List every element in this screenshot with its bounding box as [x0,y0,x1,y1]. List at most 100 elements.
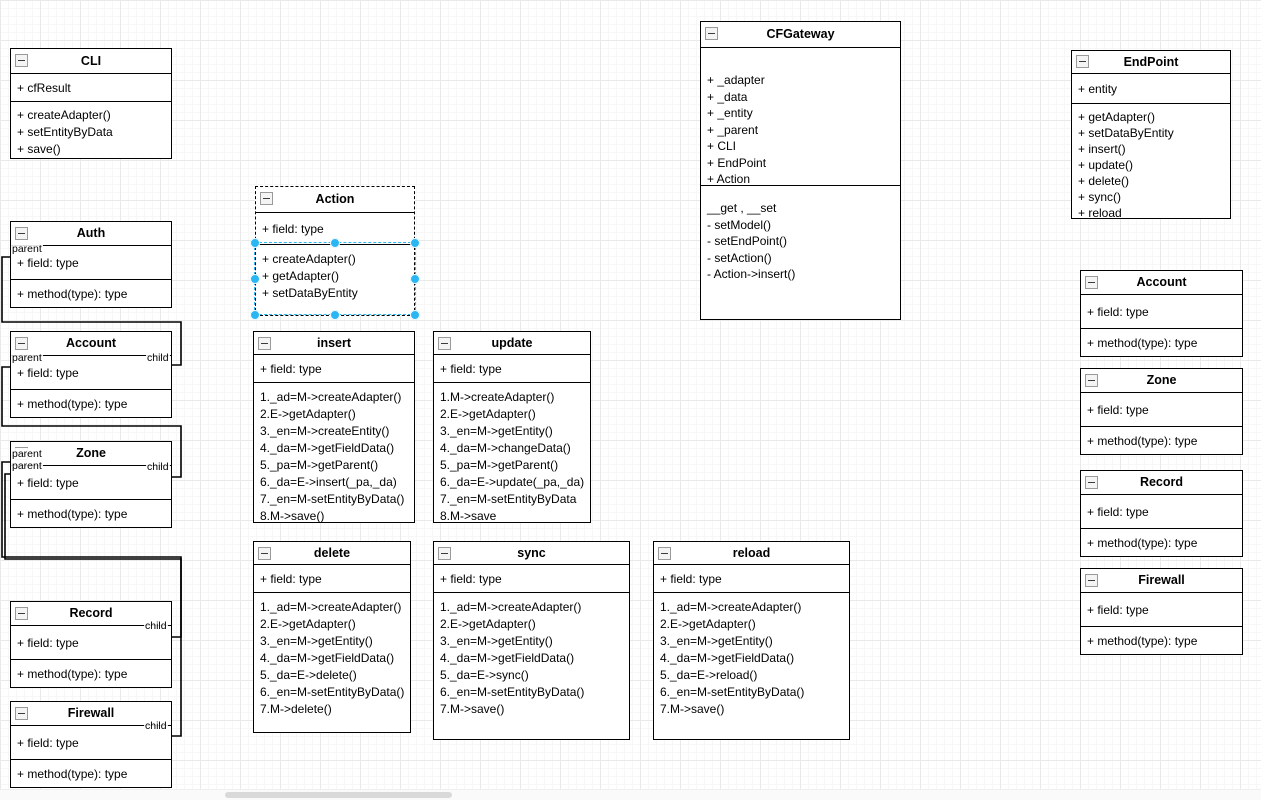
class-endpoint[interactable]: EndPoint + entity + getAdapter()+ setDat… [1071,50,1231,219]
class-sync[interactable]: sync + field: type 1._ad=M->createAdapte… [433,541,630,740]
methods-compartment[interactable]: + method(type): type [1081,626,1242,654]
methods-compartment[interactable]: 1._ad=M->createAdapter()2.E->getAdapter(… [254,592,410,732]
selection-handle-s[interactable] [330,310,340,320]
collapse-icon[interactable] [438,547,451,560]
text-line: + field: type [17,366,79,380]
class-account-right[interactable]: Account + field: type + method(type): ty… [1080,270,1243,357]
class-insert[interactable]: insert + field: type 1._ad=M->createAdap… [253,331,415,523]
scrollbar-thumb[interactable] [225,792,452,798]
collapse-icon[interactable] [1085,276,1098,289]
methods-compartment[interactable]: 1._ad=M->createAdapter()2.E->getAdapter(… [434,592,629,739]
attributes-compartment[interactable]: + entity [1072,73,1230,103]
methods-compartment[interactable]: + method(type): type [11,659,171,687]
methods-compartment[interactable]: 1._ad=M->createAdapter()2.E->getAdapter(… [254,382,414,522]
collapse-icon[interactable] [258,337,271,350]
class-cfgateway[interactable]: CFGateway + _adapter+ _data+ _entity+ _p… [700,21,901,320]
attributes-compartment[interactable]: + field: type [254,354,414,382]
edge-label-parent[interactable]: parent [11,448,43,460]
text-line: - setAction() [707,250,772,265]
collapse-icon[interactable] [705,27,718,40]
class-title: Zone [1146,373,1177,387]
class-title: CFGateway [766,27,835,41]
text-line: - setEndPoint() [707,234,788,248]
collapse-icon[interactable] [1085,374,1098,387]
selection-handle-w[interactable] [250,274,260,284]
attributes-compartment[interactable]: + field: type [654,564,849,592]
collapse-icon[interactable] [1085,476,1098,489]
attributes-compartment[interactable]: + field: type [11,625,171,659]
text-line: + field: type [1087,505,1149,519]
attributes-compartment[interactable]: + field: type [1081,392,1242,426]
methods-compartment[interactable]: + method(type): type [11,279,171,307]
methods-compartment[interactable]: + getAdapter()+ setDataByEntity+ insert(… [1072,103,1230,218]
edge-label-parent[interactable]: parent [11,352,43,364]
class-reload[interactable]: reload + field: type 1._ad=M->createAdap… [653,541,850,740]
collapse-icon[interactable] [658,547,671,560]
edge-label-child[interactable]: child [146,352,170,364]
collapse-icon[interactable] [258,547,271,560]
class-firewall-right[interactable]: Firewall + field: type + method(type): t… [1080,568,1243,655]
class-record-right[interactable]: Record + field: type + method(type): typ… [1080,470,1243,557]
methods-compartment[interactable]: __get , __set- setModel()- setEndPoint()… [701,185,900,319]
edge-label-child[interactable]: child [146,461,170,473]
attributes-compartment[interactable]: + field: type [11,355,171,389]
text-line: 2.E->getAdapter() [440,407,536,421]
class-cli[interactable]: CLI + cfResult + createAdapter()+ setEnt… [10,48,172,159]
attributes-compartment[interactable]: + field: type [256,212,414,244]
selection-handle-ne[interactable] [410,238,420,248]
methods-compartment[interactable]: + method(type): type [1081,528,1242,556]
collapse-icon[interactable] [15,607,28,620]
collapse-icon[interactable] [15,337,28,350]
methods-compartment[interactable]: 1.M->createAdapter()2.E->getAdapter()3._… [434,382,590,522]
selection-handle-n[interactable] [330,238,340,248]
class-title-bar: delete [254,542,410,564]
collapse-icon[interactable] [15,227,28,240]
collapse-icon[interactable] [1085,574,1098,587]
text-line: 4._da=M->getFieldData() [440,651,575,665]
class-delete[interactable]: delete + field: type 1._ad=M->createAdap… [253,541,411,733]
class-zone-right[interactable]: Zone + field: type + method(type): type [1080,368,1243,455]
methods-compartment[interactable]: + method(type): type [11,759,171,787]
class-update[interactable]: update + field: type 1.M->createAdapter(… [433,331,591,523]
methods-compartment[interactable]: + method(type): type [1081,328,1242,356]
selection-handle-e[interactable] [410,274,420,284]
edge-label-parent[interactable]: parent [11,460,43,472]
class-action[interactable]: Action + field: type + createAdapter()+ … [255,186,415,316]
collapse-icon[interactable] [438,337,451,350]
attributes-compartment[interactable]: + field: type [11,465,171,499]
attributes-compartment[interactable]: + _adapter+ _data+ _entity+ _parent+ CLI… [701,47,900,185]
attributes-compartment[interactable]: + field: type [11,245,171,279]
class-title: Account [66,336,116,350]
text-line: + setDataByEntity [1078,126,1174,140]
text-line: 5._da=E->sync() [440,668,529,682]
class-auth[interactable]: Auth + field: type + method(type): type [10,221,172,308]
edge-label-child[interactable]: child [144,620,168,632]
attributes-compartment[interactable]: + field: type [254,564,410,592]
class-account-left[interactable]: Account + field: type + method(type): ty… [10,331,172,418]
attributes-compartment[interactable]: + field: type [434,564,629,592]
attributes-compartment[interactable]: + cfResult [11,73,171,101]
attributes-compartment[interactable]: + field: type [11,725,171,759]
selection-handle-nw[interactable] [250,238,260,248]
methods-compartment[interactable]: + method(type): type [11,499,171,527]
methods-compartment[interactable]: + createAdapter()+ setEntityByData+ save… [11,101,171,158]
collapse-icon[interactable] [260,192,273,205]
attributes-compartment[interactable]: + field: type [1081,592,1242,626]
edge-label-child[interactable]: child [144,720,168,732]
edge-label-parent[interactable]: parent [11,243,43,255]
horizontal-scrollbar[interactable] [0,789,1261,800]
attributes-compartment[interactable]: + field: type [1081,494,1242,528]
class-firewall-left[interactable]: Firewall + field: type + method(type): t… [10,701,172,788]
methods-compartment[interactable]: + method(type): type [1081,426,1242,454]
attributes-compartment[interactable]: + field: type [434,354,590,382]
methods-compartment[interactable]: + method(type): type [11,389,171,417]
selection-handle-sw[interactable] [250,310,260,320]
selection-handle-se[interactable] [410,310,420,320]
class-record-left[interactable]: Record + field: type + method(type): typ… [10,601,172,688]
collapse-icon[interactable] [15,54,28,67]
attributes-compartment[interactable]: + field: type [1081,294,1242,328]
collapse-icon[interactable] [1076,55,1089,68]
collapse-icon[interactable] [15,707,28,720]
methods-compartment[interactable]: 1._ad=M->createAdapter()2.E->getAdapter(… [654,592,849,739]
